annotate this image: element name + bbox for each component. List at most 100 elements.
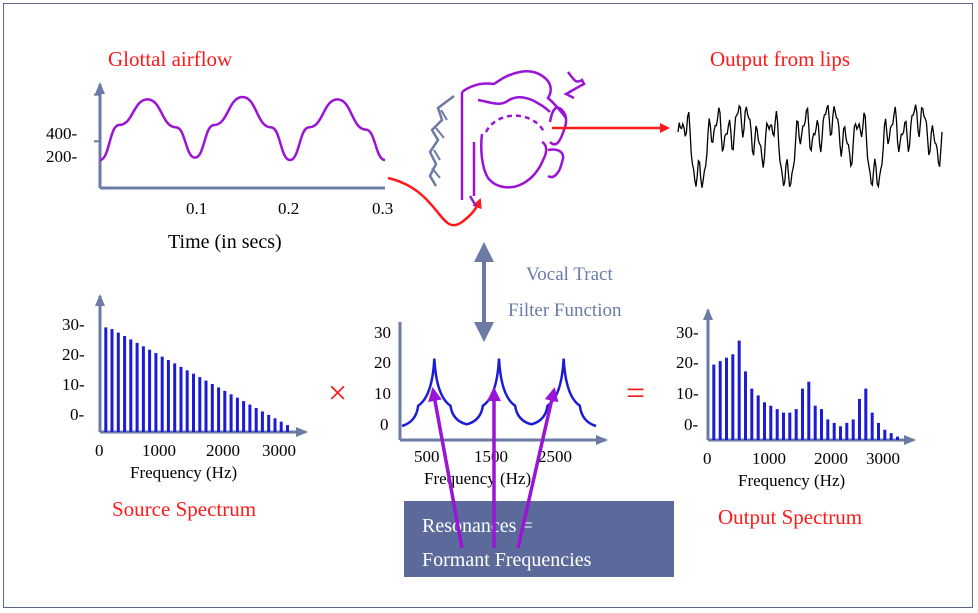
upper-lip [548, 106, 568, 146]
output-bars [712, 340, 899, 440]
source-bar-700 [141, 346, 145, 432]
output-spectrum-chart: 30- 20- 10- 0- 0 1000 2000 3000 Frequenc… [676, 308, 916, 490]
source-bar-500 [129, 339, 133, 432]
output-bar-1700 [813, 405, 817, 440]
filter-xtick-500: 500 [414, 447, 440, 466]
nose-outline [563, 71, 586, 100]
source-bar-1400 [185, 370, 189, 432]
output-bar-2500 [864, 388, 868, 440]
source-bar-800 [148, 349, 152, 432]
filter-xtick-2500: 2500 [538, 447, 572, 466]
output-bar-2000 [832, 422, 836, 440]
output-xtick-3000: 3000 [866, 449, 900, 468]
filter-label-line2: Filter Function [508, 300, 622, 321]
source-ytick-30: 30- [62, 315, 85, 334]
glottal-xlabel: Time (in secs) [168, 231, 282, 253]
vocal-tract-illustration [428, 70, 586, 207]
output-bar-1100 [775, 409, 779, 440]
trachea-rings [431, 109, 448, 179]
glottal-ytick-400: 400- [46, 124, 78, 143]
output-bar-300 [725, 357, 728, 440]
source-bar-1300 [179, 366, 183, 432]
tongue-dashed-outline [484, 114, 546, 133]
source-bar-1100 [166, 360, 170, 432]
source-bar-2900 [279, 421, 283, 432]
source-xtick-2000: 2000 [206, 441, 240, 460]
filter-ytick-0: 0 [380, 415, 389, 434]
source-bar-1600 [198, 377, 202, 432]
output-bar-2100 [839, 426, 842, 440]
output-bar-3000 [896, 436, 899, 440]
glottal-title: Glottal airflow [108, 47, 233, 71]
filter-xtick-1500: 1500 [474, 447, 508, 466]
output-waveform [677, 104, 943, 189]
glottal-ytick-200: 200- [46, 147, 78, 166]
output-bar-500 [737, 340, 741, 440]
output-bar-2300 [851, 419, 855, 440]
resonances-line1: Resonances = [422, 515, 533, 537]
output-bar-1300 [788, 412, 792, 440]
output-bar-600 [744, 371, 747, 440]
output-bar-800 [756, 395, 760, 440]
output-bar-700 [750, 388, 754, 440]
source-bar-1500 [192, 373, 195, 432]
double-arrow-bottom-head [474, 322, 494, 342]
output-ytick-20: 20- [676, 353, 699, 372]
filter-response-curve [401, 358, 597, 428]
output-ytick-10: 10- [676, 384, 699, 403]
glottal-xtick-0.1: 0.1 [186, 199, 207, 218]
filter-label-line1: Vocal Tract [526, 264, 613, 285]
glottal-chart: 400- 200- 0.1 0.2 0.3 Time (in secs) [46, 82, 393, 253]
source-ytick-10: 10- [62, 375, 85, 394]
source-bar-2000 [223, 390, 227, 432]
filter-ytick-20: 20 [374, 353, 391, 372]
output-bar-2900 [889, 433, 893, 440]
output-xtick-2000: 2000 [814, 449, 848, 468]
multiply-sign: × [328, 375, 347, 412]
output-xtick-1000: 1000 [752, 449, 786, 468]
resonances-box-bg [404, 501, 674, 577]
output-xtick-0: 0 [703, 449, 712, 468]
output-ytick-30: 30- [676, 323, 699, 342]
tongue-jaw-outline [480, 133, 548, 189]
output-bar-1600 [807, 381, 811, 440]
glottal-xtick-0.3: 0.3 [372, 199, 393, 218]
lips-title: Output from lips [710, 47, 850, 71]
source-bar-2600 [260, 411, 264, 432]
source-bar-2300 [242, 401, 246, 432]
double-arrow-top-head [474, 242, 494, 262]
epiglottis-outline [468, 142, 478, 207]
source-bar-2500 [254, 408, 258, 432]
output-bar-200 [718, 361, 722, 440]
glottal-waveform [99, 95, 386, 162]
formant-arrow-1 [428, 387, 464, 549]
velum-outline [477, 96, 551, 113]
output-bar-1000 [769, 405, 773, 440]
formant-arrow-3 [516, 387, 559, 549]
filter-ytick-30: 30 [374, 323, 391, 342]
output-bar-2800 [883, 429, 887, 440]
source-bar-2100 [229, 394, 233, 432]
output-bar-1500 [801, 388, 804, 440]
source-bar-300 [116, 332, 120, 432]
source-bar-2400 [248, 404, 252, 432]
resonances-box: Resonances = Formant Frequencies [404, 501, 674, 577]
source-bar-1200 [173, 363, 177, 432]
filter-chart: 30 20 10 0 500 1500 2500 Frequency (Hz) [374, 322, 608, 488]
output-spectrum-caption: Output Spectrum [718, 505, 862, 529]
source-ytick-0: 0- [70, 405, 85, 424]
formant-arrows [428, 387, 559, 549]
source-spectrum-caption: Source Spectrum [112, 497, 256, 521]
source-bar-1900 [217, 387, 221, 432]
output-bar-2200 [845, 422, 849, 440]
source-bar-2800 [273, 418, 277, 432]
source-spectrum-chart: 30- 20- 10- 0- 0 1000 2000 3000 Frequenc… [62, 294, 308, 482]
output-bar-1800 [820, 409, 823, 440]
source-bar-400 [123, 336, 127, 432]
source-xtick-3000: 3000 [262, 441, 296, 460]
equals-sign: = [626, 375, 645, 412]
output-bar-1400 [794, 409, 798, 440]
source-bar-900 [154, 353, 158, 432]
